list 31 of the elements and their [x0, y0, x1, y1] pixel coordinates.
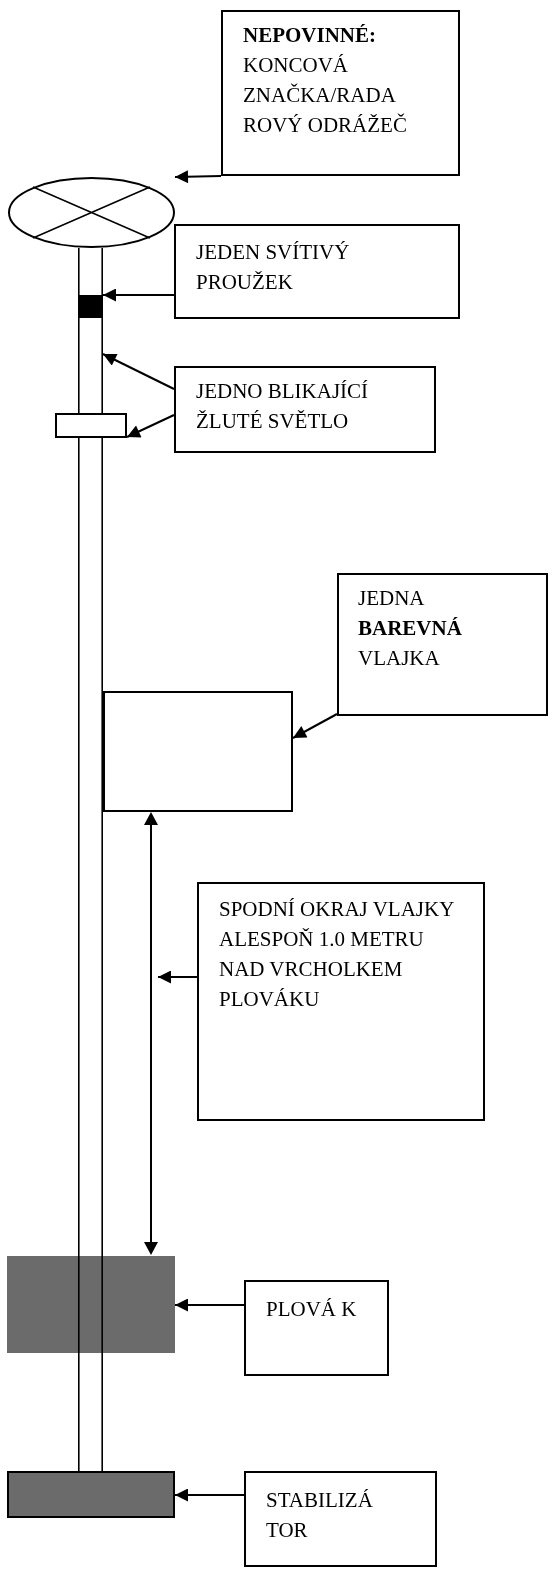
arrow [174, 170, 222, 184]
callout-box [174, 366, 436, 453]
callout-box [337, 573, 548, 716]
stabilizer [7, 1471, 175, 1518]
callout-text: JEDNA BAREVNÁ VLAJKA [358, 585, 463, 672]
topmark-ellipse [8, 177, 175, 248]
arrow [292, 713, 338, 739]
callout-heading: NEPOVINNÉ: [243, 22, 377, 49]
arrow [102, 288, 175, 302]
callout-box [174, 224, 460, 319]
float [7, 1256, 175, 1353]
callout-text: STABILIZÁ TOR [266, 1487, 374, 1544]
callout-box [197, 882, 485, 1121]
callout-box [221, 10, 460, 176]
callout-box [244, 1280, 389, 1376]
callout-text: KONCOVÁ ZNAČKA/RADA ROVÝ ODRÁŽEČ [243, 52, 408, 139]
callout-box [244, 1471, 437, 1567]
callout-text: SPODNÍ OKRAJ VLAJKY ALESPOŇ 1.0 METRU NAD VRCHOLKEM PLOVÁKU [219, 896, 455, 1013]
light-strip [78, 295, 103, 318]
callout-text: JEDNO BLIKAJÍCÍ ŽLUTÉ SVĚTLO [196, 378, 370, 435]
flag [103, 691, 293, 812]
arrow [126, 414, 175, 438]
arrow [174, 1298, 245, 1312]
dimension-line [144, 812, 158, 1255]
callout-text: PLOVÁ K [266, 1296, 358, 1323]
callout-text: JEDEN SVÍTIVÝ PROUŽEK [196, 239, 351, 296]
arrow [174, 1488, 245, 1502]
arrow [157, 970, 198, 984]
flashing-light [55, 413, 127, 438]
pole [78, 248, 103, 1471]
arrow [102, 353, 175, 390]
